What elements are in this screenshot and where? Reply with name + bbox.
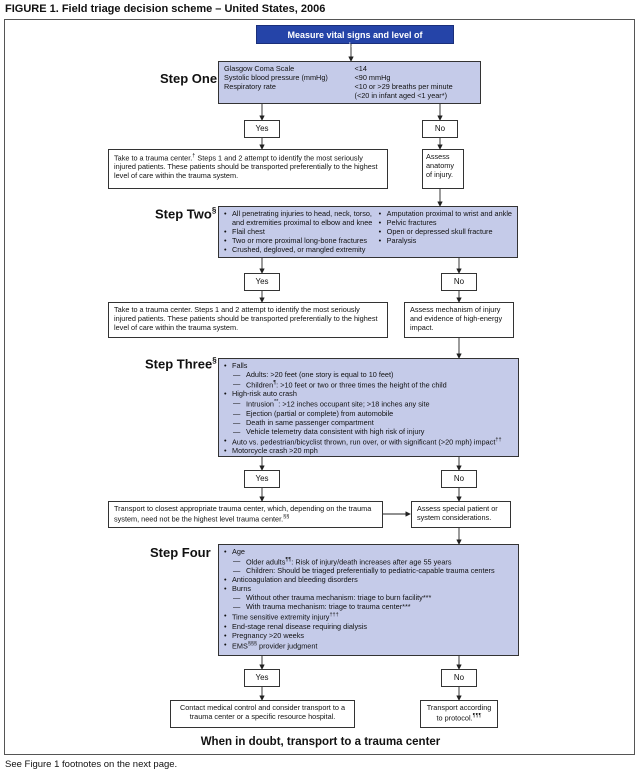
criterion: Anticoagulation and bleeding disorders (224, 575, 513, 585)
criterion: Motorcycle crash >20 mph (224, 446, 513, 456)
step-two-no: No (441, 273, 477, 291)
criterion-value: (<20 in infant aged <1 year*) (354, 90, 448, 100)
step-four-no-action: Transport according to protocol.¶¶¶ (420, 700, 498, 728)
step-two-criteria: All penetrating injuries to head, neck, … (218, 206, 518, 258)
step-three-yes: Yes (244, 470, 280, 488)
sub-criterion: Children: Should be triaged preferential… (224, 566, 513, 576)
sub-criterion: With trauma mechanism: triage to trauma … (224, 602, 513, 612)
criterion: All penetrating injuries to head, neck, … (224, 209, 375, 228)
final-message: When in doubt, transport to a trauma cen… (200, 736, 441, 748)
criterion: Open or depressed skull fracture (379, 227, 512, 237)
criterion: Glasgow Coma Scale (224, 64, 295, 73)
sub-criterion: Without other trauma mechanism: triage t… (224, 593, 513, 603)
criterion: Pelvic fractures (379, 218, 512, 228)
criterion: EMS§§§ provider judgment (224, 641, 513, 651)
step-one-yes-action: Take to a trauma center.† Steps 1 and 2 … (108, 149, 388, 189)
criterion: Systolic blood pressure (mmHg) (224, 72, 328, 82)
criterion-value: <14 (354, 64, 367, 73)
criterion-value: <10 or >29 breaths per minute (354, 81, 453, 91)
criterion: Paralysis (379, 236, 512, 246)
step-four-no: No (441, 669, 477, 687)
criterion-value: <90 mmHg (354, 72, 391, 82)
step-four-yes-action: Contact medical control and consider tra… (170, 700, 355, 728)
step-three-label: Step Three§ (145, 356, 217, 372)
step-four-label: Step Four (150, 545, 211, 560)
criterion: End-stage renal disease requiring dialys… (224, 622, 513, 632)
footer-note: See Figure 1 footnotes on the next page. (5, 759, 178, 770)
criterion: Falls (224, 361, 513, 371)
step-three-no: No (441, 470, 477, 488)
criterion: High-risk auto crash (224, 389, 513, 399)
step-three-no-action: Assess special patient or system conside… (411, 501, 511, 528)
step-three-yes-action: Transport to closest appropriate trauma … (108, 501, 383, 528)
step-two-label: Step Two§ (155, 206, 217, 222)
step-one-label: Step One (160, 71, 218, 86)
step-three-criteria: Falls Adults: >20 feet (one story is equ… (218, 358, 519, 457)
start-box: Measure vital signs and level of conscio… (256, 25, 454, 51)
step-two-yes-action: Take to a trauma center. Steps 1 and 2 a… (108, 302, 388, 338)
sub-criterion: Older adults¶¶: Risk of injury/death inc… (224, 557, 513, 567)
sub-criterion: Ejection (partial or complete) from auto… (224, 409, 513, 419)
sub-criterion: Vehicle telemetry data consistent with h… (224, 427, 513, 437)
step-one-criteria: Glasgow Coma Scale Systolic blood pressu… (218, 61, 481, 104)
criterion: Two or more proximal long-bone fractures (224, 236, 375, 246)
criterion: Auto vs. pedestrian/bicyclist thrown, ru… (224, 437, 513, 447)
step-one-yes: Yes (244, 120, 280, 138)
criterion: Burns (224, 584, 513, 594)
criterion: Time sensitive extremity injury††† (224, 612, 513, 622)
sub-criterion: Children¶: >10 feet or two or three time… (224, 380, 513, 390)
sub-criterion: Intrusion**: >12 inches occupant site; >… (224, 399, 513, 409)
step-one-no: No (422, 120, 458, 138)
criterion: Crushed, degloved, or mangled extremity (224, 245, 375, 255)
criterion: Pregnancy >20 weeks (224, 631, 513, 641)
criterion: Respiratory rate (224, 81, 276, 91)
criterion: Flail chest (224, 227, 375, 237)
criterion: Amputation proximal to wrist and ankle (379, 209, 512, 219)
sub-criterion: Death in same passenger compartment (224, 418, 513, 428)
step-two-no-action: Assess mechanism of injury and evidence … (404, 302, 514, 338)
diagram-frame (4, 19, 635, 755)
sub-criterion: Adults: >20 feet (one story is equal to … (224, 370, 513, 380)
step-two-yes: Yes (244, 273, 280, 291)
step-four-yes: Yes (244, 669, 280, 687)
criterion: Age (224, 547, 513, 557)
step-four-criteria: Age Older adults¶¶: Risk of injury/death… (218, 544, 519, 656)
step-one-no-action: Assess anatomy of injury. (422, 149, 464, 189)
figure-title: FIGURE 1. Field triage decision scheme –… (5, 3, 326, 15)
